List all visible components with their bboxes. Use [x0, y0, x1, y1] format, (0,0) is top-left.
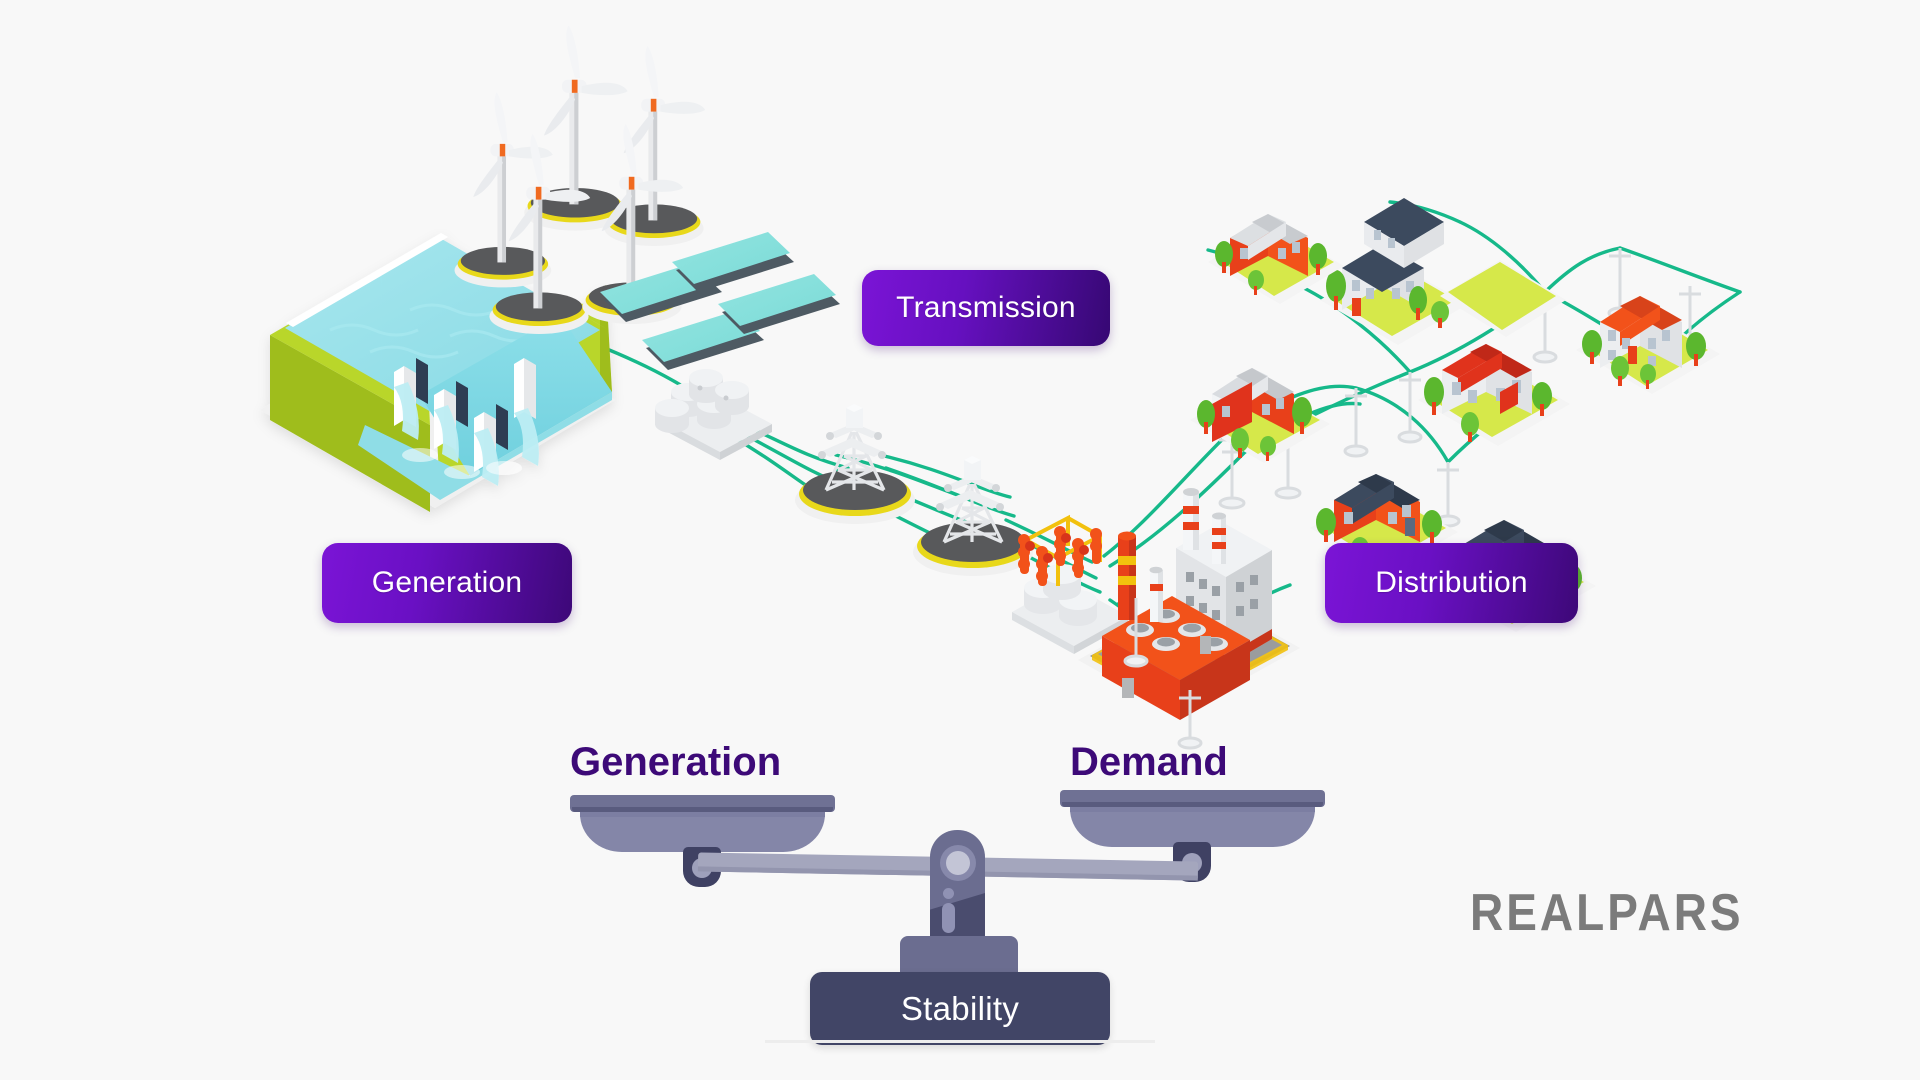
scale-pivot-ring — [940, 845, 976, 881]
scale-pan-right — [1060, 790, 1325, 882]
realpars-logo: REALPARS — [1470, 882, 1744, 942]
scale-pan-right-bowl — [1070, 805, 1315, 847]
transmission-tower — [795, 404, 915, 524]
scale-pivot-slot — [942, 903, 955, 933]
stage-badge-transmission-label: Transmission — [896, 291, 1076, 324]
tree — [1309, 243, 1327, 275]
utility-pole — [1177, 690, 1203, 750]
tree — [1197, 400, 1215, 434]
factory — [1078, 488, 1300, 720]
tree — [1582, 330, 1602, 364]
stage-badge-generation[interactable]: Generation — [322, 543, 572, 623]
balance-scale: Generation Demand Stability — [570, 740, 1470, 1070]
scale-base: Stability — [810, 972, 1110, 1045]
tree — [1431, 301, 1449, 328]
hydro-dam — [260, 233, 615, 512]
tree — [1686, 332, 1706, 366]
tree — [1316, 508, 1336, 542]
scale-base-label: Stability — [900, 989, 1020, 1027]
house — [1320, 198, 1468, 345]
substation — [1012, 514, 1128, 654]
scale-base-floor-line — [765, 1040, 1155, 1043]
tree — [1260, 436, 1276, 461]
utility-pole — [1343, 388, 1369, 458]
tree — [1461, 412, 1479, 442]
solar-panel-array — [600, 232, 840, 370]
house — [1576, 296, 1720, 394]
tree — [1640, 364, 1656, 389]
solar-panel — [718, 274, 840, 334]
scale-pan-left-bowl — [580, 810, 825, 852]
stage-badge-generation-label: Generation — [371, 566, 523, 599]
transmission-tower — [913, 456, 1033, 576]
tree — [1409, 286, 1427, 320]
tree — [1248, 270, 1264, 295]
scale-label-generation: Generation — [570, 740, 782, 784]
scale-pan-left — [570, 795, 835, 887]
utility-pole — [1397, 372, 1423, 444]
house — [1418, 344, 1570, 446]
stage-badge-transmission[interactable]: Transmission — [862, 270, 1110, 346]
tree — [1422, 510, 1442, 544]
scale-pivot — [930, 830, 985, 945]
stage-badge-distribution[interactable]: Distribution — [1325, 543, 1578, 623]
scale-pan-left-rim — [570, 795, 835, 812]
wind-turbine — [489, 134, 591, 334]
stage-badge-distribution-label: Distribution — [1375, 566, 1528, 599]
wind-turbine — [454, 92, 553, 288]
tree — [1326, 270, 1346, 310]
house — [1190, 368, 1330, 463]
house — [1440, 260, 1566, 337]
tree — [1231, 428, 1249, 458]
tree — [1215, 241, 1233, 273]
scale-label-demand: Demand — [1070, 740, 1228, 784]
solar-panel — [642, 310, 764, 370]
solar-panel — [672, 232, 794, 292]
tree — [1292, 397, 1312, 434]
scale-pan-right-rim — [1060, 790, 1325, 807]
tree — [1532, 382, 1552, 416]
utility-pole — [1123, 598, 1149, 668]
tree — [1424, 377, 1444, 415]
transformer-station — [655, 369, 772, 460]
house — [1208, 214, 1344, 304]
tree — [1611, 356, 1629, 386]
scale-pivot-dot — [943, 888, 954, 899]
